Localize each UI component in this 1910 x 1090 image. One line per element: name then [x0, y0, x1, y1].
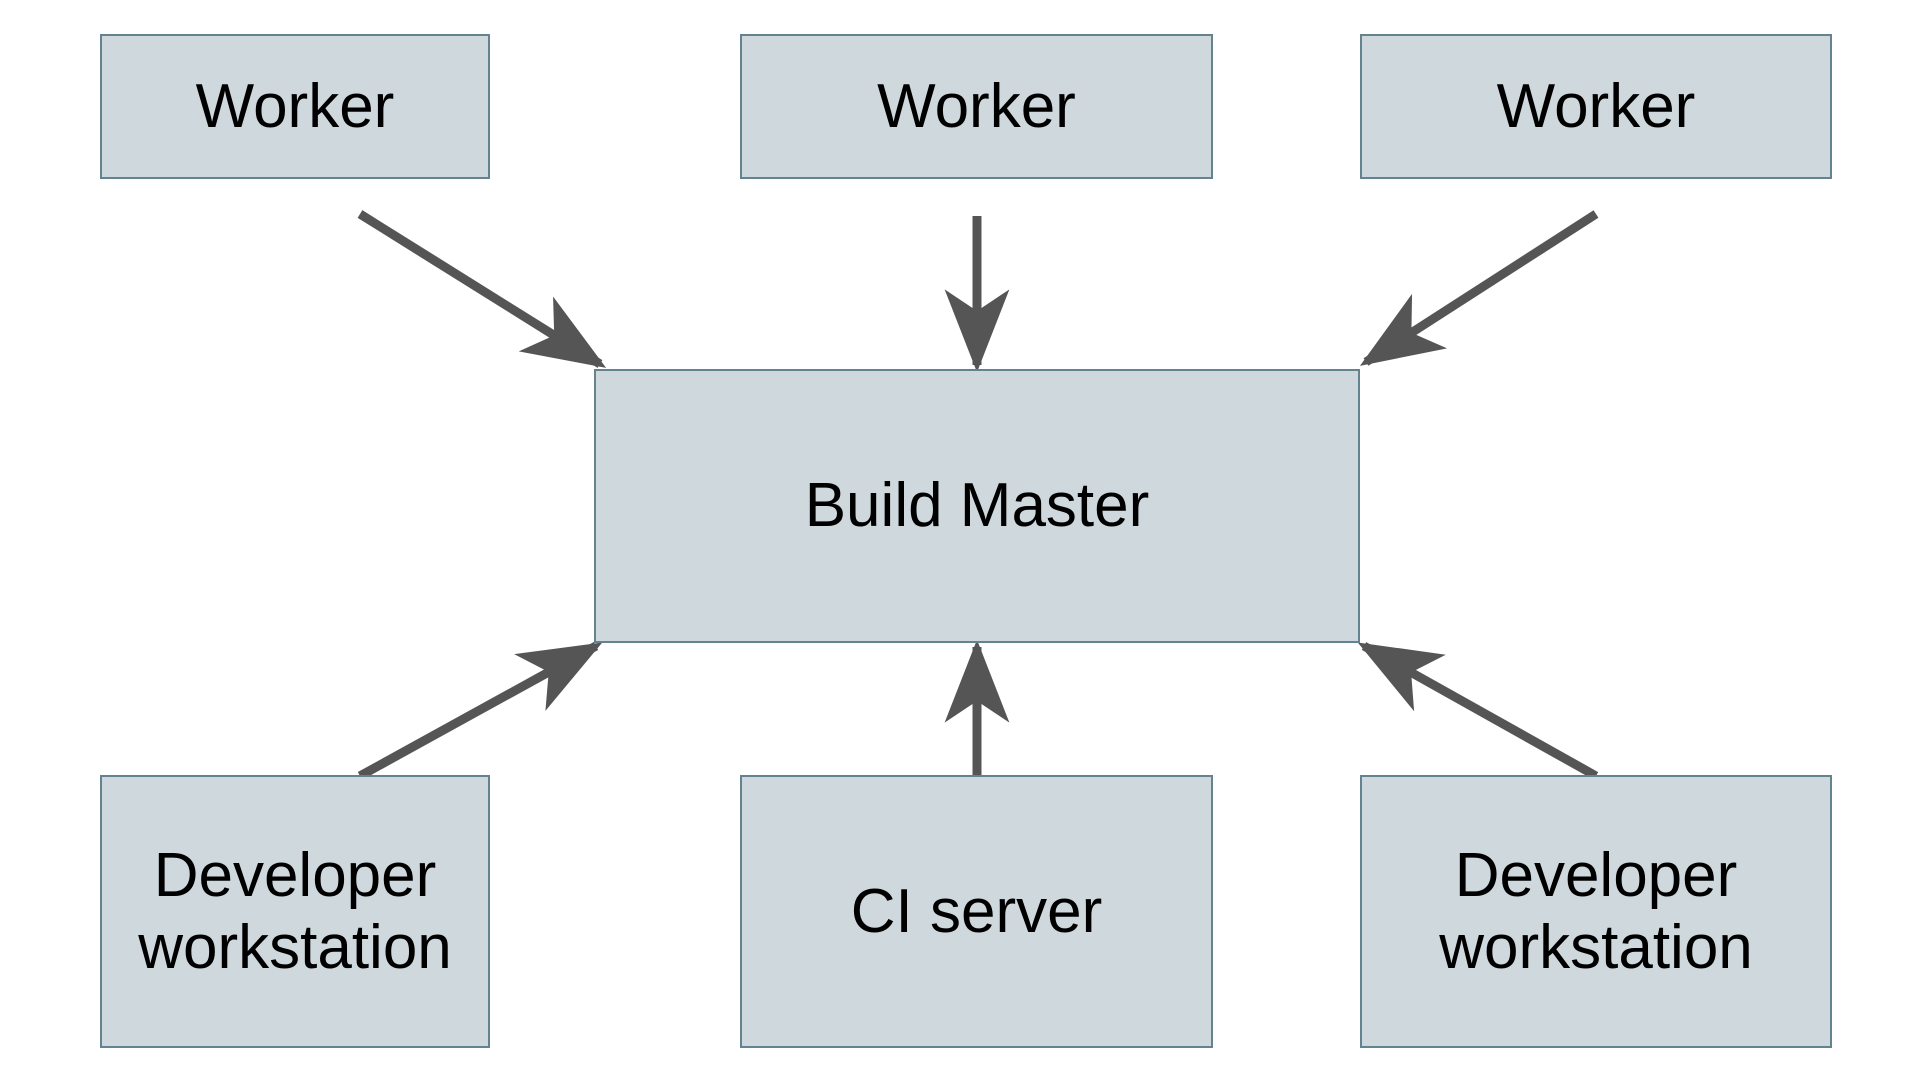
- edge-dev-left-to-master: [357, 642, 603, 780]
- node-worker-left[interactable]: Worker: [100, 34, 490, 179]
- node-developer-workstation-right-label: Developer workstation: [1439, 841, 1753, 982]
- node-developer-workstation-left-label: Developer workstation: [138, 841, 452, 982]
- node-build-master[interactable]: Build Master: [594, 369, 1360, 643]
- node-worker-center-label: Worker: [877, 71, 1076, 141]
- edge-worker-right-to-master: [1359, 210, 1599, 366]
- node-worker-right-label: Worker: [1496, 71, 1696, 141]
- node-worker-left-label: Worker: [195, 71, 395, 141]
- node-developer-workstation-left[interactable]: Developer workstation: [100, 775, 490, 1048]
- edge-worker-left-to-master: [357, 210, 607, 368]
- node-worker-center[interactable]: Worker: [740, 34, 1213, 179]
- node-ci-server[interactable]: CI server: [740, 775, 1213, 1048]
- node-worker-right[interactable]: Worker: [1360, 34, 1832, 179]
- node-build-master-label: Build Master: [804, 471, 1150, 541]
- node-ci-server-label: CI server: [850, 876, 1103, 946]
- node-developer-workstation-right[interactable]: Developer workstation: [1360, 775, 1832, 1048]
- edge-dev-right-to-master: [1357, 642, 1599, 780]
